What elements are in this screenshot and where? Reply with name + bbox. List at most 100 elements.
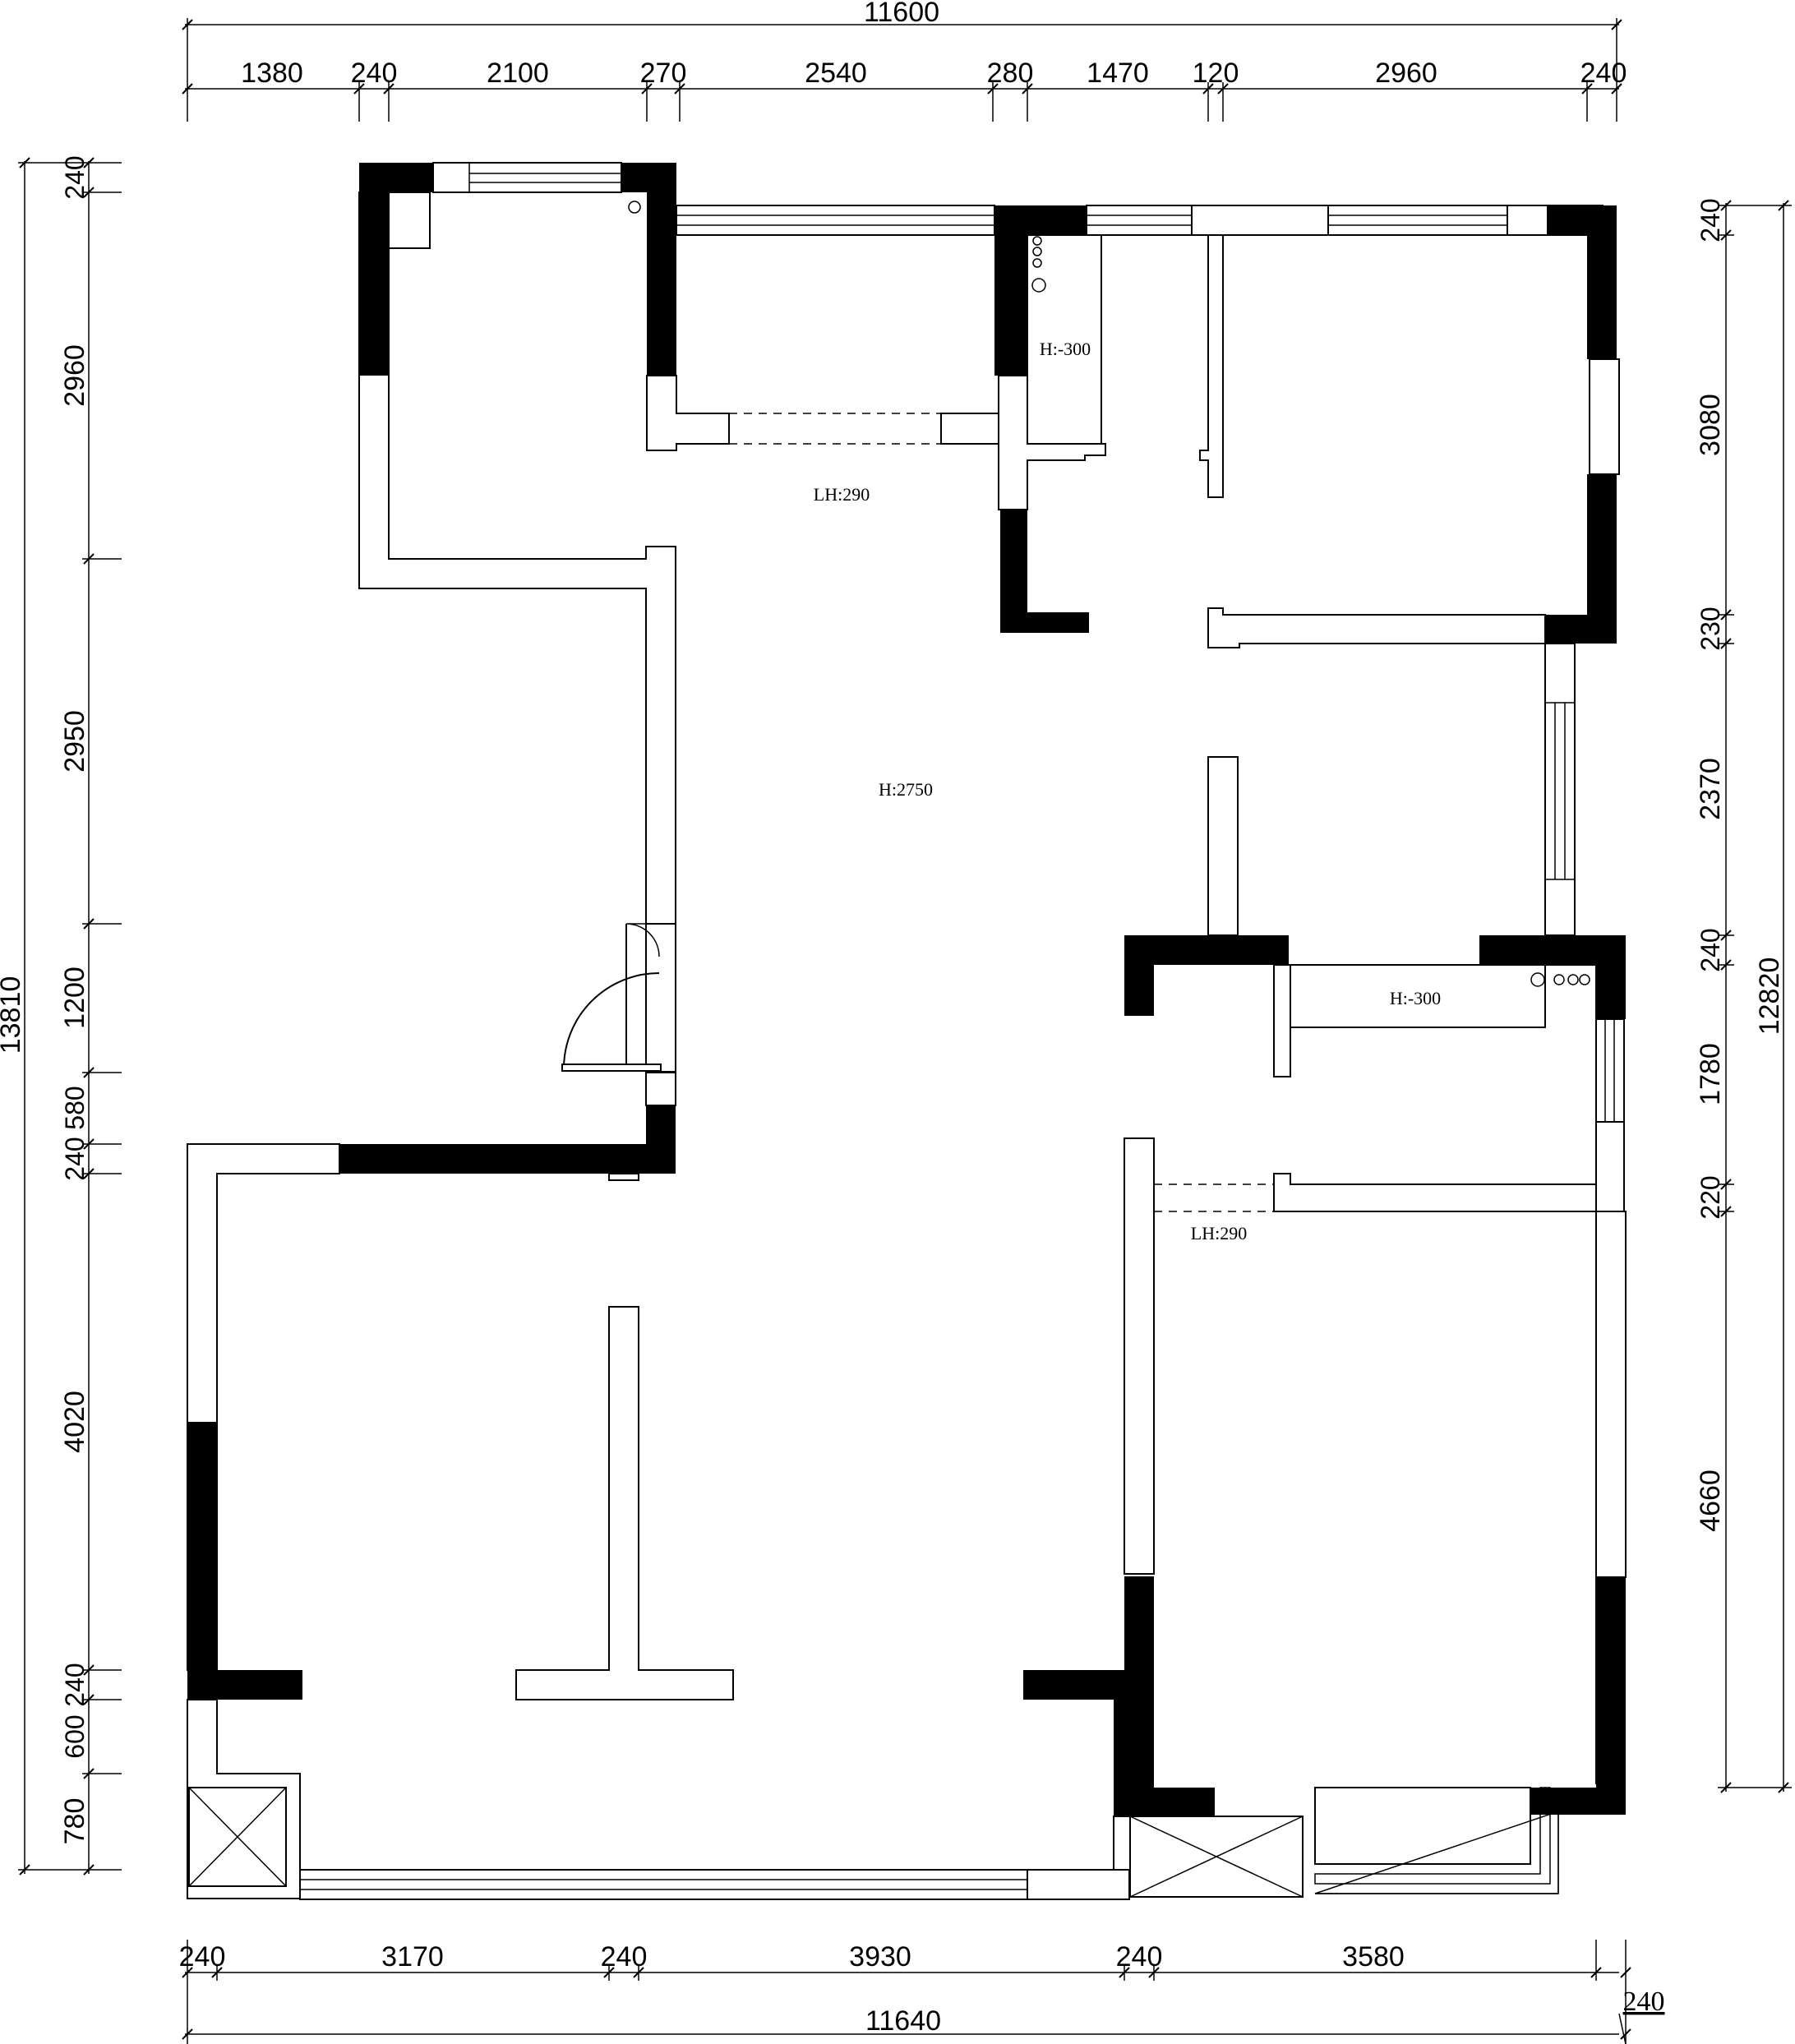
- top-segment-1: 1380: [241, 58, 303, 89]
- top-segment-6: 280: [987, 58, 1034, 89]
- window-bottom: [299, 1869, 1028, 1900]
- door-hinge: [625, 923, 660, 957]
- top-segment-10: 240: [1580, 58, 1627, 89]
- right-dimension-labels: 240 3080 230 2370 240 1780 220 4660 1282…: [1695, 198, 1785, 1532]
- top-segment-9: 2960: [1375, 58, 1437, 89]
- left-segment-1: 240: [60, 155, 90, 199]
- wall-top-left-room: [358, 191, 676, 925]
- wall-solid-tl-4: [647, 192, 676, 376]
- wall-solid-r-4: [1596, 965, 1626, 1019]
- wall-right-room-left: [1199, 234, 1224, 498]
- left-total-label: 13810: [0, 976, 26, 1054]
- bottom-segment-1: 240: [179, 1941, 226, 1972]
- wall-solid-bl-2: [187, 1422, 217, 1700]
- window-top-mid-2: [1086, 205, 1193, 236]
- partition-walls: [187, 162, 1627, 1900]
- wall-right-room-inner: [1273, 1173, 1597, 1212]
- wall-right-room-bottom: [1207, 607, 1546, 648]
- window-top-mid: [676, 205, 995, 236]
- wall-door-lower: [645, 1072, 676, 1106]
- wall-solid-br-4: [1114, 1788, 1215, 1816]
- wall-solid-tr-3: [1587, 474, 1617, 615]
- wall-solid-bl-3: [187, 1670, 302, 1700]
- wall-solid-tl-1: [359, 163, 433, 192]
- wall-solid-bl-1: [339, 1144, 676, 1174]
- top-dimension-labels: 11600 1380 240 2100 270 2540 280 1470 12…: [241, 0, 1627, 89]
- left-segment-7: 4020: [59, 1391, 90, 1453]
- right-segment-1: 240: [1696, 198, 1725, 242]
- floor-drop-top-label: H:-300: [1040, 339, 1091, 359]
- bottom-segment-4: 3930: [849, 1941, 911, 1972]
- wall-bath-divider: [1273, 964, 1291, 1077]
- wall-door-frame: [645, 923, 676, 1073]
- left-segment-2: 2960: [59, 344, 90, 407]
- pipe-circle-tl: [628, 201, 641, 214]
- pipe-circle-c2: [1032, 247, 1042, 256]
- beam-height-top-label: LH:290: [814, 484, 870, 505]
- top-segment-2: 240: [351, 58, 398, 89]
- floor-drop-right-label: H:-300: [1390, 988, 1441, 1008]
- ceiling-height-label: H:2750: [879, 779, 933, 800]
- pipe-circle-c1: [1032, 236, 1042, 246]
- load-bearing-walls: [187, 163, 1626, 1816]
- wall-right-room-top: [1274, 964, 1625, 1784]
- bottom-dimension-labels: 240 3170 240 3930 240 3580 11640 240: [179, 1941, 1665, 2037]
- pipe-circle-r4: [1579, 974, 1590, 985]
- partition-center-right: [1207, 756, 1239, 936]
- wall-top-left-inner: [388, 191, 431, 249]
- window-top-right: [1327, 205, 1508, 236]
- bottom-total-label: 11640: [865, 2005, 941, 2037]
- wall-solid-closet-base: [1000, 612, 1089, 633]
- left-dimension-labels: 13810 240 2960 2950 1200 580 240 4020 24…: [0, 155, 90, 1844]
- annotations: H:2750 LH:290 LH:290 H:-300 H:-300: [814, 339, 1441, 1243]
- pipe-circle-r1: [1530, 972, 1545, 987]
- wall-solid-tl-2: [359, 192, 389, 376]
- right-total-label: 12820: [1754, 957, 1785, 1036]
- wall-right-room-partition: [1124, 1137, 1155, 1575]
- bottom-segment-2: 3170: [381, 1941, 444, 1972]
- bottom-corner-label: 240: [1623, 1986, 1665, 2017]
- wall-bottom-segment: [1027, 1869, 1130, 1900]
- wall-solid-mid-2: [994, 235, 1027, 376]
- left-segment-5: 580: [60, 1086, 90, 1129]
- wall-solid-r-1: [1124, 935, 1289, 965]
- fixtures: [188, 201, 1590, 1898]
- partition-t-shape: [515, 1306, 734, 1700]
- dimension-lines: [18, 18, 1792, 2044]
- wall-solid-door: [646, 1105, 676, 1144]
- pipe-circle-c3: [1032, 258, 1042, 268]
- wall-solid-tr-4: [1545, 615, 1617, 644]
- top-segment-5: 2540: [805, 58, 867, 89]
- top-total-label: 11600: [864, 0, 939, 28]
- window-bottom-right-bay: [1314, 1787, 1531, 1865]
- wall-stub-bottom: [608, 1173, 639, 1181]
- right-segment-6: 1780: [1695, 1043, 1726, 1105]
- wall-segment-1145: [940, 413, 999, 445]
- top-segment-7: 1470: [1087, 58, 1149, 89]
- bottom-segment-5: 240: [1116, 1941, 1163, 1972]
- wall-solid-tr-1: [1547, 205, 1617, 235]
- top-segment-4: 270: [640, 58, 687, 89]
- left-segment-9: 600: [60, 1714, 90, 1758]
- wall-right-outer: [1595, 1211, 1627, 1578]
- right-segment-3: 230: [1696, 607, 1725, 650]
- right-segment-7: 220: [1696, 1175, 1725, 1219]
- window-right-mid: [1544, 643, 1576, 936]
- left-segment-8: 240: [60, 1663, 90, 1706]
- top-segment-3: 2100: [487, 58, 549, 89]
- wall-solid-r-2: [1124, 965, 1154, 1016]
- left-segment-6: 240: [60, 1137, 90, 1180]
- right-segment-8: 4660: [1695, 1470, 1726, 1532]
- wall-solid-tr-2: [1587, 235, 1617, 359]
- right-segment-5: 240: [1696, 928, 1725, 971]
- right-segment-2: 3080: [1695, 394, 1726, 456]
- wall-solid-br-3: [1114, 1700, 1134, 1788]
- wall-small-room-bottom: [646, 375, 730, 451]
- door-swing: [563, 924, 660, 1069]
- left-segment-10: 780: [59, 1798, 90, 1845]
- wall-solid-br-5: [1596, 1576, 1626, 1788]
- wall-solid-mid-1: [994, 205, 1087, 235]
- pipe-circle-r3: [1567, 974, 1579, 985]
- top-segment-8: 120: [1193, 58, 1239, 89]
